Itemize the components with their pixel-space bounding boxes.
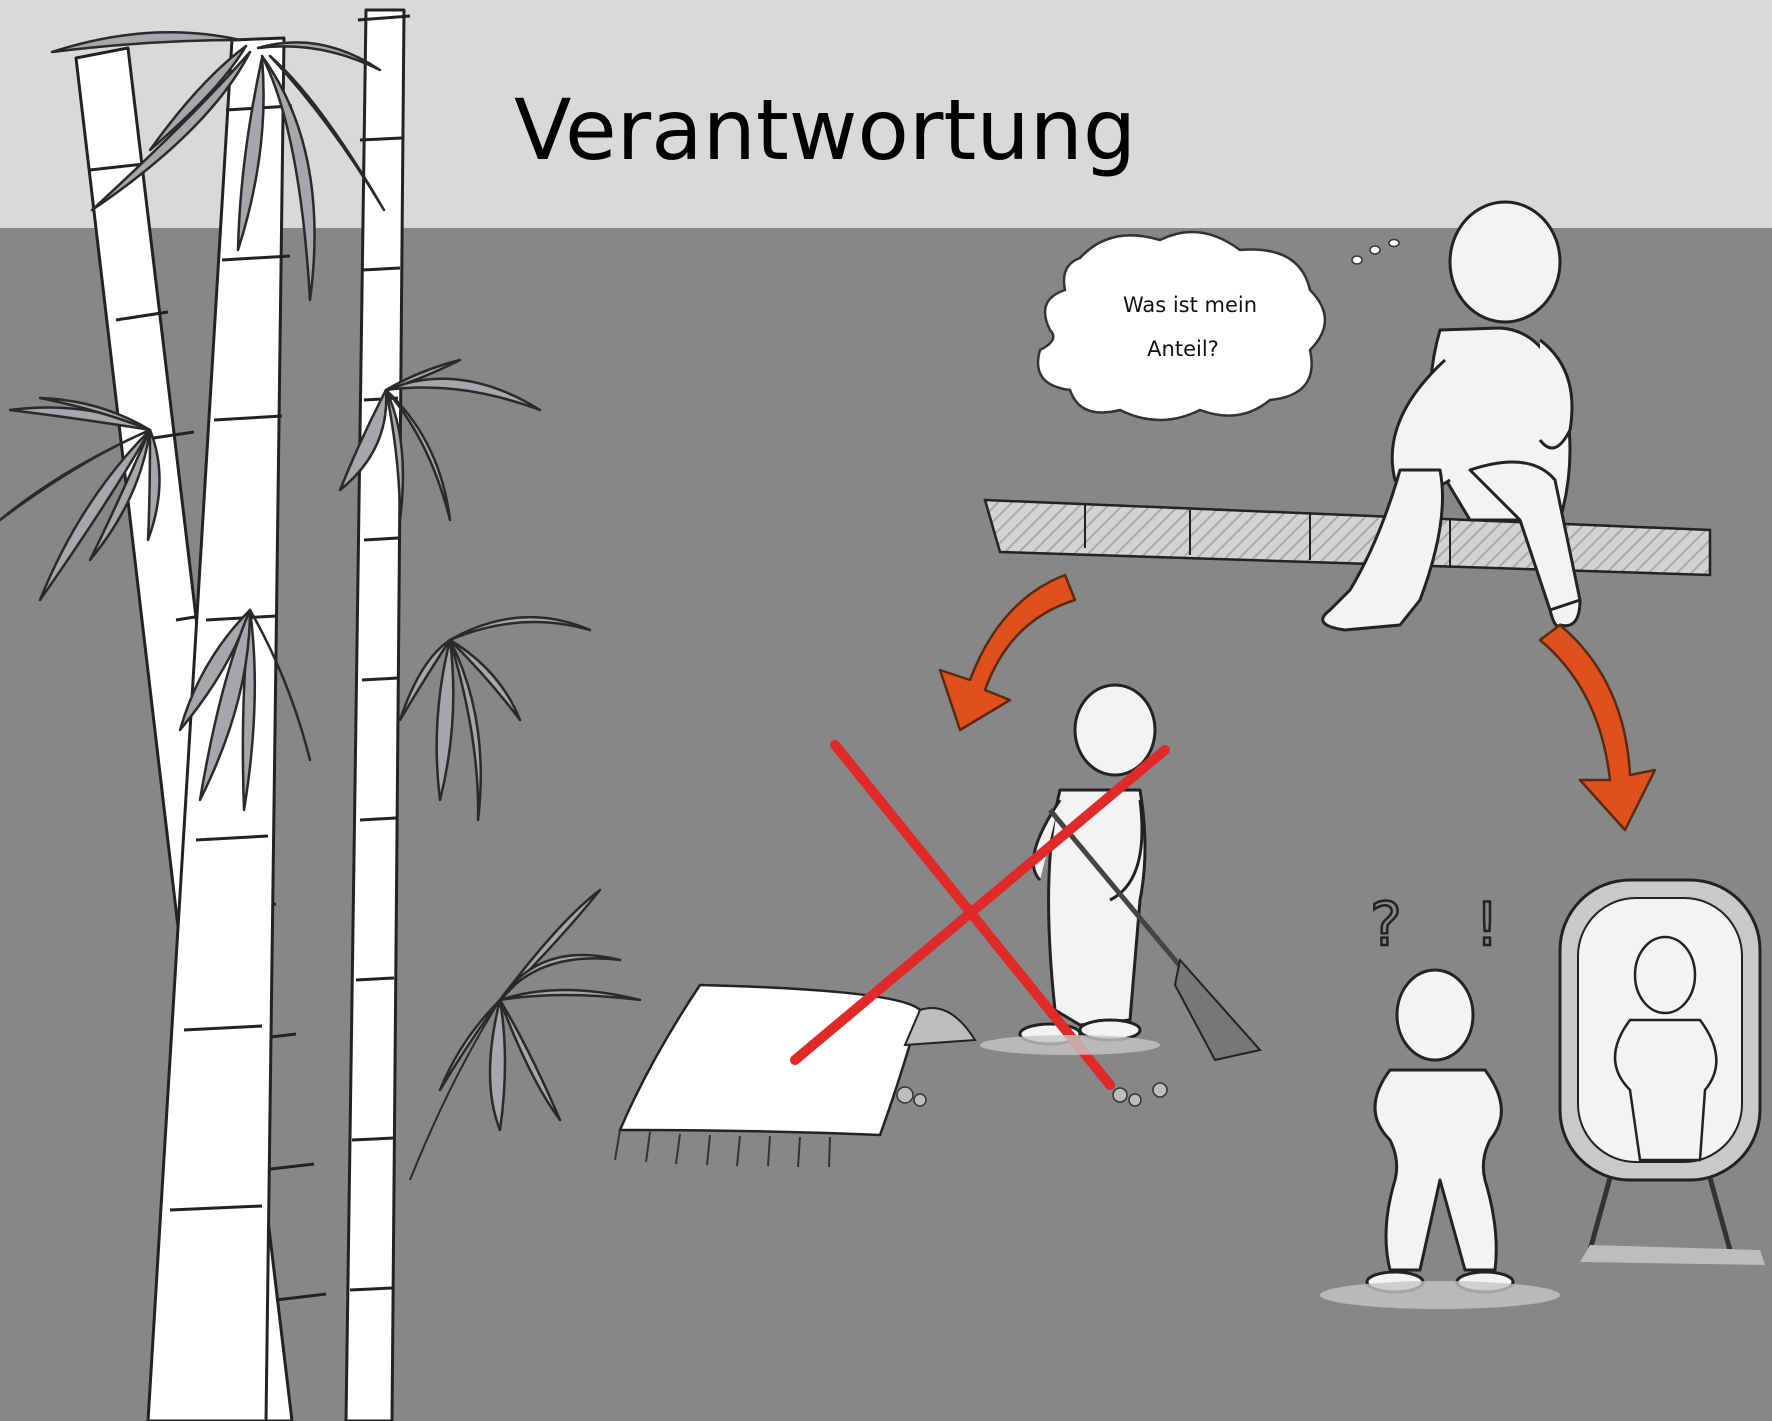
- thought-bubble-line-1: Was ist mein: [1123, 293, 1257, 317]
- rug: [615, 985, 975, 1167]
- sweeping-figure: [1020, 685, 1155, 1044]
- exclamation-mark: !: [1475, 890, 1499, 960]
- thought-bubble-line-2: Anteil?: [1147, 337, 1219, 361]
- dirt-pile: [897, 1083, 1167, 1106]
- arrow-right: [1540, 625, 1655, 830]
- question-mark: ?: [1370, 890, 1402, 960]
- wall-ledge: [985, 500, 1710, 575]
- arrow-left: [940, 575, 1075, 730]
- mirror: [1560, 880, 1765, 1265]
- puzzled-figure: [1367, 970, 1513, 1292]
- thought-bubble: Was ist mein Anteil?: [1038, 232, 1399, 420]
- bamboo-drawing: [0, 10, 640, 1421]
